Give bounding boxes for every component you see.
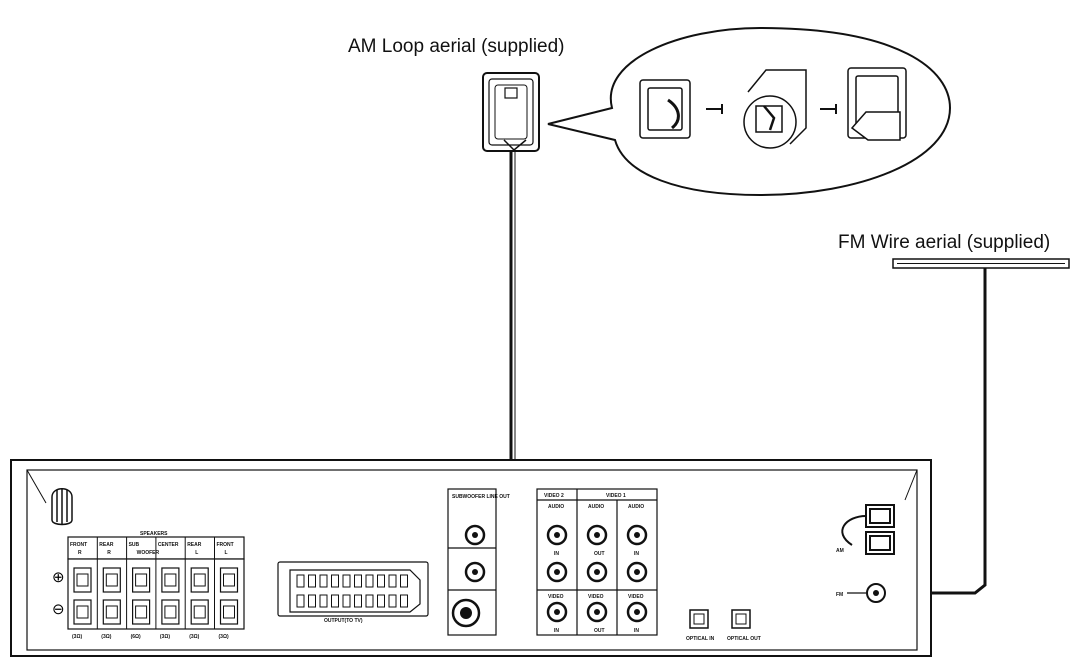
audio-column-label: AUDIO — [548, 504, 564, 510]
speaker-channel-side: R — [107, 550, 111, 556]
fan-vent-icon — [51, 488, 73, 526]
assembly-step-1-icon — [639, 79, 691, 139]
video-rca-jack — [586, 601, 608, 623]
optical-in-label: OPTICAL IN — [686, 636, 715, 642]
speaker-channel-name: FRONT — [70, 542, 87, 548]
speakers-header: SPEAKERS — [140, 531, 168, 537]
rca-jack — [546, 561, 568, 583]
video-rca-jack — [626, 601, 648, 623]
arrow-right-icon — [706, 104, 723, 114]
jack-io-label: OUT — [594, 551, 605, 557]
speaker-terminal-4: REAR L (3Ω) — [184, 537, 209, 640]
optical-out-port — [731, 609, 751, 629]
video-column-label: VIDEO — [628, 594, 644, 600]
am-loop-aerial — [482, 72, 540, 152]
speaker-impedance: (6Ω) — [131, 634, 141, 640]
plus-sign: ⊕ — [52, 569, 65, 586]
arrow-right-icon — [820, 104, 837, 114]
rca-jack — [586, 524, 608, 546]
scart-pin — [365, 594, 374, 608]
scart-pin — [342, 594, 351, 608]
scart-pin — [308, 594, 316, 608]
video-rca-jack — [546, 601, 568, 623]
speaker-impedance: (3Ω) — [219, 634, 229, 640]
scart-pin — [331, 594, 339, 608]
scart-pin — [354, 574, 362, 588]
assembly-step-2-icon — [743, 69, 807, 149]
fm-aerial-label: FM Wire aerial (supplied) — [838, 232, 1050, 253]
scart-pin — [388, 574, 397, 588]
am-terminal-label: AM — [836, 548, 844, 554]
video2-header: VIDEO 2 — [544, 493, 564, 499]
scart-pin — [400, 594, 408, 608]
speaker-channel-side: WOOFER — [137, 550, 160, 556]
av-jack-block — [536, 488, 658, 636]
scart-pin — [377, 574, 385, 588]
speaker-impedance: (3Ω) — [72, 634, 82, 640]
rca-jack — [546, 524, 568, 546]
speaker-channel-name: SUB — [129, 542, 140, 548]
jack-io-label: IN — [634, 551, 639, 557]
scart-pin — [354, 594, 362, 608]
s-video-jack — [451, 598, 481, 628]
fm-wire-aerial — [892, 258, 1070, 269]
video-column-label: VIDEO — [548, 594, 564, 600]
speaker-impedance: (3Ω) — [160, 634, 170, 640]
jack-io-label: IN — [634, 628, 639, 634]
assembly-step-3-icon — [847, 67, 907, 141]
video1-header: VIDEO 1 — [606, 493, 626, 499]
scart-label: OUTPUT(TO TV) — [324, 618, 363, 624]
scart-pin — [308, 574, 316, 588]
scart-pin — [342, 574, 351, 588]
optical-in-port — [689, 609, 709, 629]
scart-pin — [296, 594, 305, 608]
scart-pin — [296, 574, 305, 588]
speaker-channel-side: L — [225, 550, 228, 556]
audio-column-label: AUDIO — [628, 504, 644, 510]
rca-jack — [586, 561, 608, 583]
speaker-channel-name: CENTER — [158, 542, 179, 548]
speaker-impedance: (3Ω) — [189, 634, 199, 640]
scart-pin — [365, 574, 374, 588]
speaker-terminal-2: SUB WOOFER (6Ω) — [126, 537, 160, 640]
jack-io-label: OUT — [594, 628, 605, 634]
am-terminals — [841, 504, 895, 555]
fm-jack-label: FM — [836, 592, 843, 598]
speaker-terminal-3: CENTER (3Ω) — [155, 537, 180, 640]
fm-antenna-jack — [866, 583, 886, 603]
speaker-channel-name: FRONT — [217, 542, 234, 548]
scart-output — [277, 561, 429, 617]
speaker-channel-name: REAR — [99, 542, 114, 548]
audio-column-label: AUDIO — [588, 504, 604, 510]
speaker-terminal-1: REAR R (3Ω) — [96, 537, 121, 640]
scart-pin — [319, 574, 328, 588]
speaker-terminal-0: FRONT R (3Ω) — [70, 542, 92, 640]
jack-io-label: IN — [554, 628, 559, 634]
speaker-terminal-5: FRONT L (3Ω) — [214, 537, 239, 640]
optical-out-label: OPTICAL OUT — [727, 636, 761, 642]
scart-pin — [388, 594, 397, 608]
subwoofer-label: SUBWOOFER LINE OUT — [452, 494, 510, 500]
rca-jack — [626, 524, 648, 546]
video-out-jack — [464, 561, 486, 583]
speaker-channel-side: L — [195, 550, 198, 556]
video-column-label: VIDEO — [588, 594, 604, 600]
subwoofer-section — [447, 488, 497, 636]
speaker-channel-name: REAR — [187, 542, 202, 548]
scart-pin — [331, 574, 339, 588]
subwoofer-jack — [464, 524, 486, 546]
scart-pin — [377, 594, 385, 608]
speaker-channel-side: R — [78, 550, 82, 556]
minus-sign: ⊖ — [52, 601, 65, 618]
scart-pin — [400, 574, 408, 588]
speaker-impedance: (3Ω) — [101, 634, 111, 640]
am-aerial-label: AM Loop aerial (supplied) — [348, 36, 565, 57]
scart-pin — [319, 594, 328, 608]
jack-io-label: IN — [554, 551, 559, 557]
rca-jack — [626, 561, 648, 583]
